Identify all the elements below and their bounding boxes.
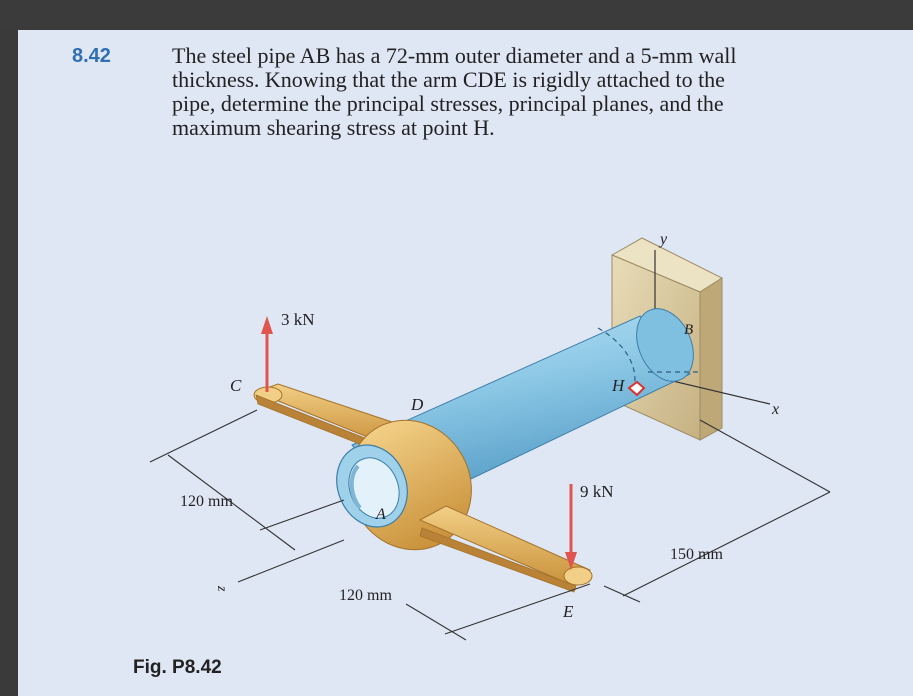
label-axis-y: y <box>658 231 668 248</box>
label-point-d: D <box>410 395 424 414</box>
point-h-marker <box>627 380 646 397</box>
force-label-c: 3 kN <box>281 310 315 329</box>
arm-de <box>418 505 593 593</box>
dimension-bottom: 120 mm <box>339 587 392 604</box>
label-point-b: B <box>684 322 693 338</box>
problem-line: thickness. Knowing that the arm CDE is r… <box>172 67 725 92</box>
label-point-h: H <box>611 376 626 395</box>
force-label-e: 9 kN <box>580 482 614 501</box>
label-axis-z: z <box>214 585 229 592</box>
label-point-e: E <box>562 602 574 621</box>
force-arrow-c <box>261 316 273 392</box>
problem-number: 8.42 <box>72 45 111 67</box>
dimension-lines <box>149 409 831 641</box>
problem-line: maximum shearing stress at point H. <box>172 115 495 140</box>
label-point-a: A <box>375 506 386 523</box>
dimension-left: 120 mm <box>180 493 233 510</box>
pipe-end-a <box>336 444 408 528</box>
problem-statement: 8.42 The steel pipe AB has a 72-mm outer… <box>72 44 902 140</box>
problem-line: pipe, determine the principal stresses, … <box>172 91 724 116</box>
label-axis-x: x <box>771 401 779 418</box>
arm-cd <box>253 383 405 457</box>
content-panel <box>18 30 913 696</box>
top-bar <box>0 0 913 30</box>
figure-caption: Fig. P8.42 <box>133 657 222 678</box>
label-point-c: C <box>230 376 242 395</box>
force-arrow-e <box>565 484 577 570</box>
problem-text: The steel pipe AB has a 72-mm outer diam… <box>172 44 902 140</box>
dimension-right: 150 mm <box>670 546 723 563</box>
problem-line: The steel pipe AB has a 72-mm outer diam… <box>172 43 737 68</box>
